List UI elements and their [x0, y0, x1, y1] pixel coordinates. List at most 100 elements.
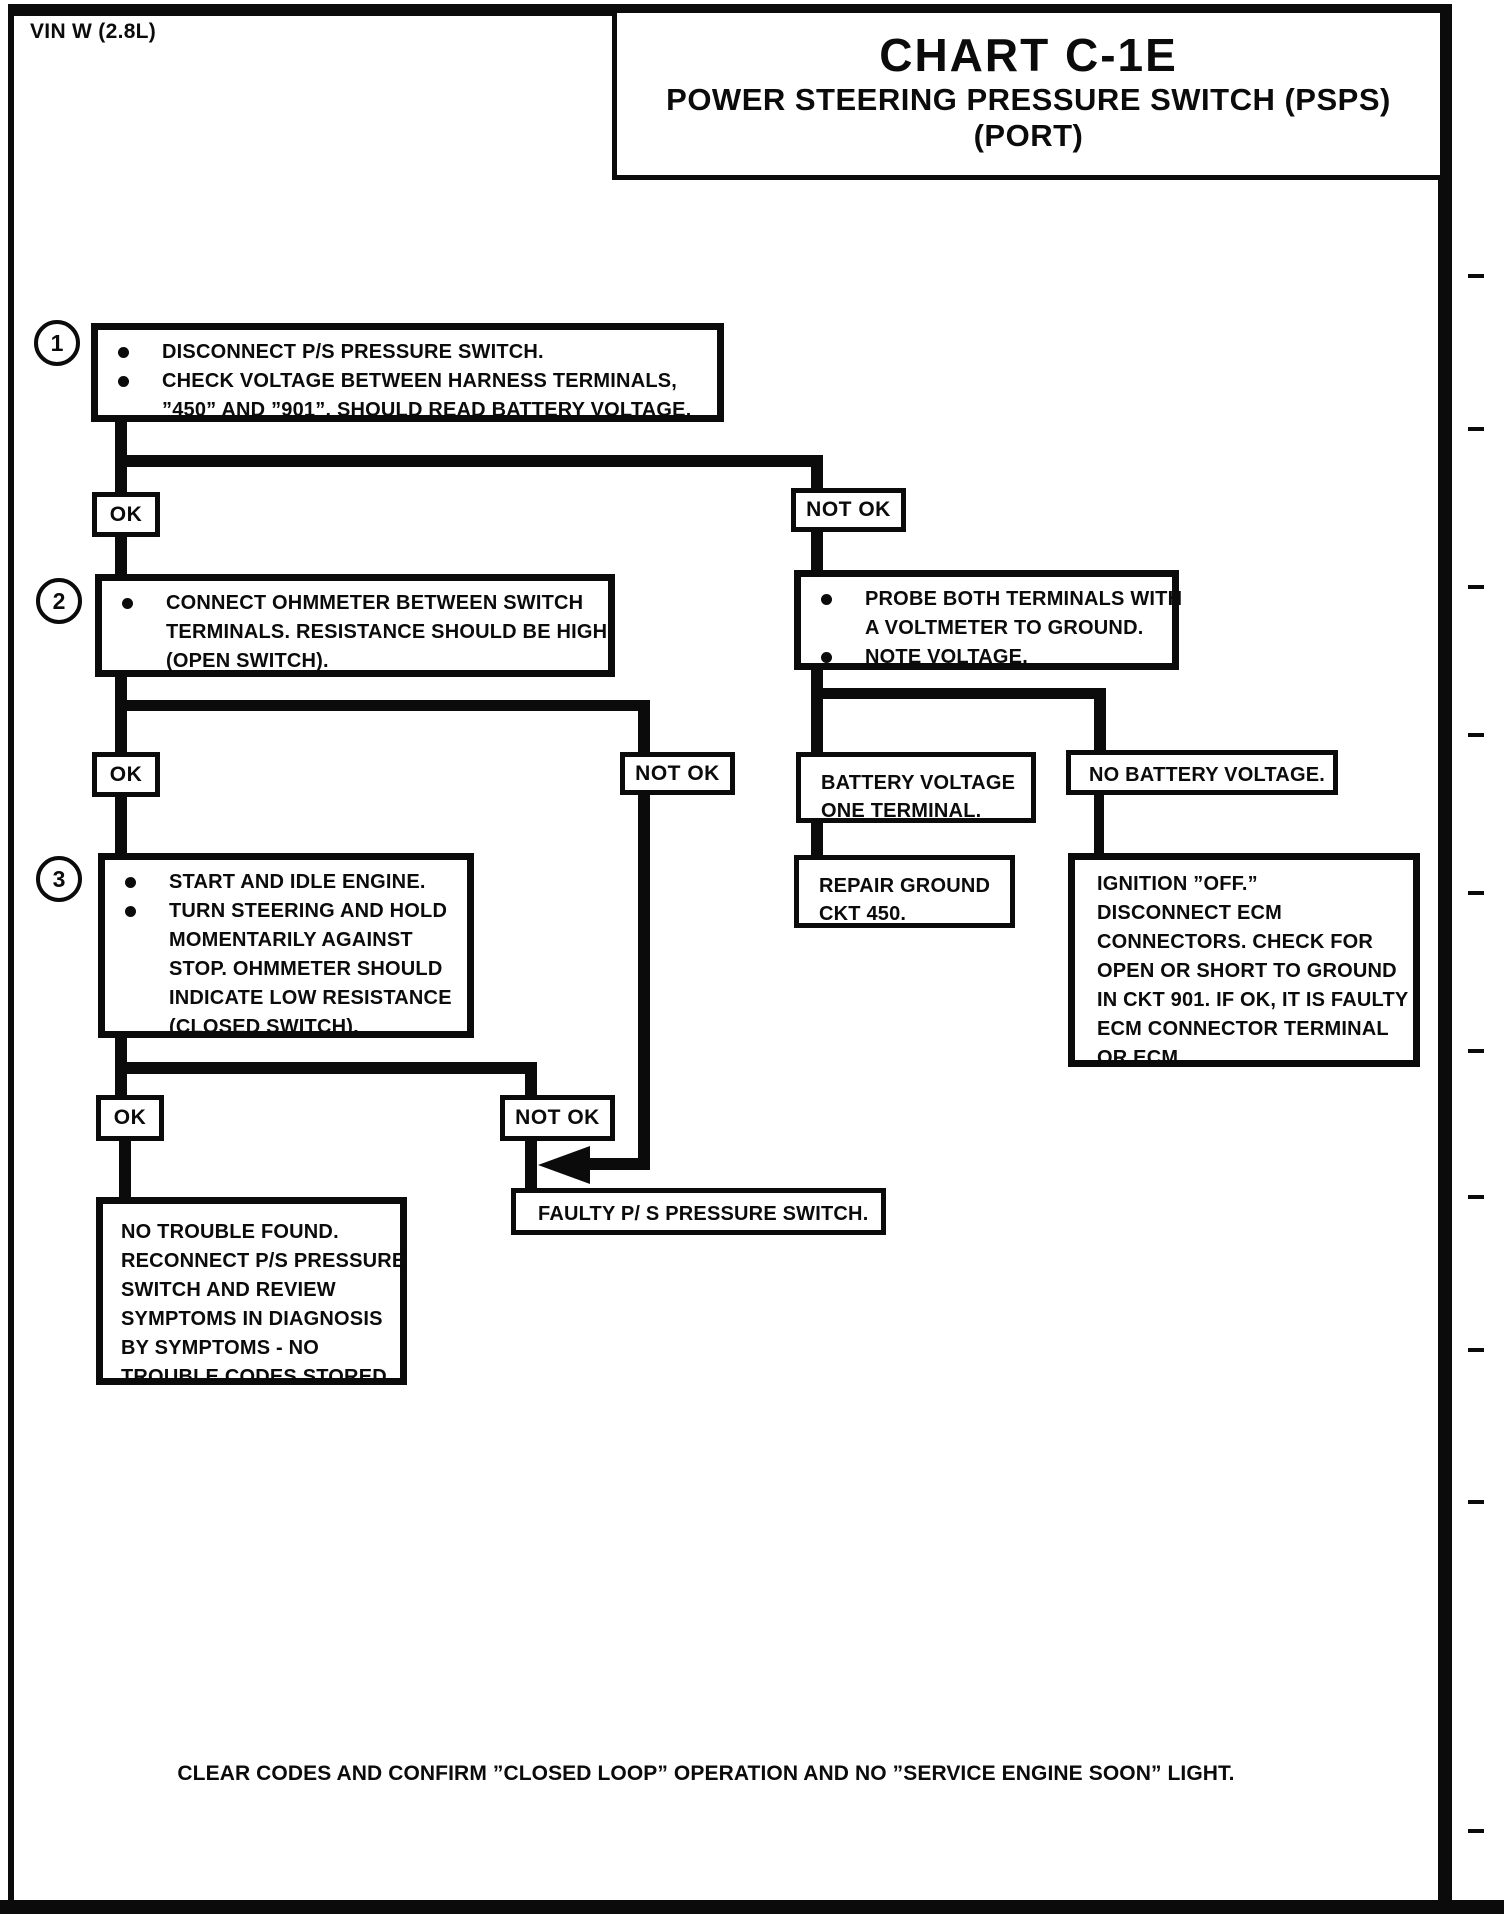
connector	[525, 1141, 537, 1192]
margin-tick	[1468, 1348, 1484, 1352]
margin-tick	[1468, 1195, 1484, 1199]
step-3-line: (CLOSED SWITCH).	[169, 1016, 359, 1038]
step-1-line: ”450” AND ”901”. SHOULD READ BATTERY VOL…	[162, 399, 692, 421]
margin-tick	[1468, 1500, 1484, 1504]
repair-ground-line: CKT 450.	[819, 903, 907, 925]
margin-tick	[1468, 427, 1484, 431]
no-trouble-line: SWITCH AND REVIEW	[121, 1279, 336, 1301]
connector	[115, 455, 823, 467]
no-trouble-line: TROUBLE CODES STORED	[121, 1366, 387, 1388]
step-3-line: INDICATE LOW RESISTANCE	[169, 987, 452, 1009]
not-ok-label-2: NOT OK	[620, 752, 735, 795]
ignition-line: OPEN OR SHORT TO GROUND	[1097, 960, 1397, 982]
ignition-line: IN CKT 901. IF OK, IT IS FAULTY	[1097, 989, 1409, 1011]
connector	[115, 711, 127, 754]
connector	[115, 418, 127, 467]
no-trouble-line: RECONNECT P/S PRESSURE	[121, 1250, 406, 1272]
not-ok-label-3: NOT OK	[500, 1095, 615, 1141]
page-border-right	[1438, 4, 1452, 1910]
battery-voltage-box: BATTERY VOLTAGE ONE TERMINAL.	[796, 752, 1036, 823]
no-trouble-found-box: NO TROUBLE FOUND. RECONNECT P/S PRESSURE…	[96, 1197, 407, 1388]
step-3-circle: 3	[36, 856, 82, 902]
bullet-icon	[821, 652, 832, 663]
step-2-number: 2	[52, 587, 66, 614]
probe-line: PROBE BOTH TERMINALS WITH	[821, 585, 1182, 614]
ok-label-1: OK	[92, 492, 160, 537]
probe-terminals-box: PROBE BOTH TERMINALS WITH A VOLTMETER TO…	[794, 570, 1182, 672]
chart-title-box: CHART C-1E POWER STEERING PRESSURE SWITC…	[612, 8, 1445, 180]
margin-tick	[1468, 274, 1484, 278]
connector	[115, 467, 127, 494]
connector	[525, 1074, 537, 1097]
page-border-bottom	[0, 1900, 1504, 1914]
page-border-left	[8, 4, 14, 1910]
not-ok-label-1: NOT OK	[791, 488, 906, 532]
connector	[115, 1074, 127, 1097]
margin-tick	[1468, 1829, 1484, 1833]
footer-note: CLEAR CODES AND CONFIRM ”CLOSED LOOP” OP…	[177, 1762, 1235, 1785]
step-1-line: DISCONNECT P/S PRESSURE SWITCH.	[118, 338, 711, 367]
connector	[115, 537, 127, 576]
arrow-left-icon	[538, 1146, 590, 1184]
connector	[638, 711, 650, 754]
margin-tick	[1468, 1049, 1484, 1053]
margin-tick	[1468, 733, 1484, 737]
connector	[115, 677, 127, 702]
step-2-line: TERMINALS. RESISTANCE SHOULD BE HIGH	[166, 621, 608, 643]
probe-line: A VOLTMETER TO GROUND.	[865, 617, 1144, 639]
step-2-circle: 2	[36, 578, 82, 624]
repair-ground-line: REPAIR GROUND	[819, 875, 991, 897]
bullet-icon	[125, 877, 136, 888]
no-battery-voltage-box: NO BATTERY VOLTAGE.	[1066, 750, 1338, 795]
connector	[811, 532, 823, 572]
connector	[1094, 699, 1106, 752]
connector	[115, 700, 650, 711]
bullet-icon	[118, 376, 129, 387]
step-2-line: (OPEN SWITCH).	[166, 650, 329, 672]
connector	[811, 823, 823, 857]
connector	[811, 670, 823, 754]
vin-label: VIN W (2.8L)	[30, 20, 157, 43]
step-3-line: START AND IDLE ENGINE.	[125, 868, 461, 897]
ignition-line: ECM CONNECTOR TERMINAL	[1097, 1018, 1389, 1040]
step-3-line: TURN STEERING AND HOLD	[125, 897, 461, 926]
step-2-box: CONNECT OHMMETER BETWEEN SWITCH TERMINAL…	[95, 574, 615, 677]
step-1-circle: 1	[34, 320, 80, 366]
no-trouble-line: SYMPTOMS IN DIAGNOSIS	[121, 1308, 383, 1330]
repair-ground-box: REPAIR GROUND CKT 450.	[794, 855, 1015, 928]
margin-tick	[1468, 891, 1484, 895]
step-3-box: START AND IDLE ENGINE. TURN STEERING AND…	[98, 853, 474, 1038]
ignition-line: OR ECM.	[1097, 1047, 1184, 1069]
chart-subtitle-port: (PORT)	[973, 118, 1084, 153]
step-3-line: STOP. OHMMETER SHOULD	[169, 958, 443, 980]
no-trouble-line: BY SYMPTOMS - NO	[121, 1337, 320, 1359]
no-battery-voltage-line: NO BATTERY VOLTAGE.	[1089, 764, 1326, 786]
connector	[119, 1141, 131, 1199]
battery-voltage-line: BATTERY VOLTAGE	[821, 772, 1016, 794]
step-3-line: MOMENTARILY AGAINST	[169, 929, 413, 951]
faulty-switch-line: FAULTY P/ S PRESSURE SWITCH.	[538, 1203, 869, 1225]
step-3-number: 3	[52, 865, 66, 892]
faulty-switch-box: FAULTY P/ S PRESSURE SWITCH.	[511, 1188, 886, 1235]
bullet-icon	[125, 906, 136, 917]
connector	[115, 1062, 537, 1074]
probe-line: NOTE VOLTAGE.	[821, 643, 1166, 672]
ok-label-3: OK	[96, 1095, 164, 1141]
connector	[811, 467, 823, 490]
ignition-line: CONNECTORS. CHECK FOR	[1097, 931, 1374, 953]
step-1-number: 1	[50, 329, 64, 356]
margin-tick	[1468, 585, 1484, 589]
chart-subtitle: POWER STEERING PRESSURE SWITCH (PSPS)	[666, 82, 1391, 117]
connector	[115, 1038, 127, 1064]
connector	[115, 797, 127, 855]
ignition-line: DISCONNECT ECM	[1097, 902, 1283, 924]
ignition-line: IGNITION ”OFF.”	[1097, 873, 1258, 895]
connector	[811, 688, 1106, 699]
ignition-off-box: IGNITION ”OFF.” DISCONNECT ECM CONNECTOR…	[1068, 853, 1420, 1069]
bullet-icon	[122, 598, 133, 609]
step-2-line: CONNECT OHMMETER BETWEEN SWITCH	[122, 589, 602, 618]
connector	[638, 795, 650, 1170]
battery-voltage-line: ONE TERMINAL.	[821, 800, 982, 822]
chart-title: CHART C-1E	[879, 29, 1178, 81]
